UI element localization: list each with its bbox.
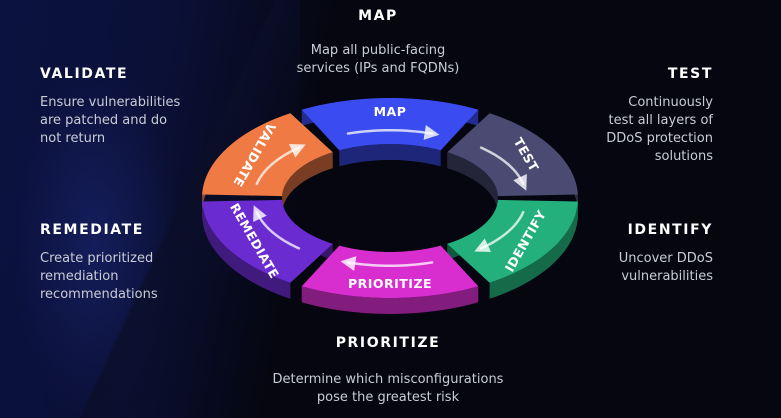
step-prioritize-title: PRIORITIZE xyxy=(335,335,441,351)
step-map-title: MAP xyxy=(358,8,398,24)
step-map-description: Map all public-facing services (IPs and … xyxy=(296,43,460,76)
step-remediate-description: Create prioritized remediation recommend… xyxy=(40,251,158,302)
step-validate-description: Ensure vulnerabilities are patched and d… xyxy=(40,95,181,146)
step-identify: IDENTIFY Uncover DDoS vulnerabilities xyxy=(553,222,713,286)
step-remediate-title: REMEDIATE xyxy=(40,222,144,238)
segment-test-arrow-icon xyxy=(479,146,527,191)
segment-prioritize-arrow-icon xyxy=(340,256,434,271)
segment-prioritize-label: PRIORITIZE xyxy=(348,276,432,291)
step-identify-description: Uncover DDoS vulnerabilities xyxy=(618,251,713,284)
segment-map-arrow-icon xyxy=(346,125,440,140)
segment-map-label: MAP xyxy=(374,104,407,119)
segment-prioritize-wall xyxy=(301,286,479,314)
segment-map-inner-wall xyxy=(339,144,441,167)
segment-remediate xyxy=(202,199,333,283)
step-test-description: Continuously test all layers of DDoS pro… xyxy=(606,95,713,164)
segment-test xyxy=(447,113,578,197)
segment-validate xyxy=(202,113,333,197)
segment-remediate-arrow-icon xyxy=(253,205,301,250)
segment-identify-wall xyxy=(489,201,578,299)
step-prioritize-description: Determine which misconfigurations pose t… xyxy=(272,372,504,405)
step-map: MAP Map all public-facing services (IPs … xyxy=(278,8,478,78)
step-prioritize: PRIORITIZE Determine which misconfigurat… xyxy=(238,335,538,407)
segment-identify xyxy=(447,199,578,283)
segment-validate-inner-wall xyxy=(282,152,333,213)
step-validate-title: VALIDATE xyxy=(40,66,129,82)
segment-test-inner-wall xyxy=(447,152,498,213)
step-test-title: TEST xyxy=(667,66,713,82)
step-identify-title: IDENTIFY xyxy=(627,222,713,238)
segment-validate-arrow-icon xyxy=(255,143,306,186)
step-remediate: REMEDIATE Create prioritized remediation… xyxy=(40,222,220,304)
step-validate: VALIDATE Ensure vulnerabilities are patc… xyxy=(40,66,220,148)
segment-remediate-wall xyxy=(202,201,291,299)
step-test: TEST Continuously test all layers of DDo… xyxy=(553,66,713,166)
segment-identify-arrow-icon xyxy=(474,210,525,253)
